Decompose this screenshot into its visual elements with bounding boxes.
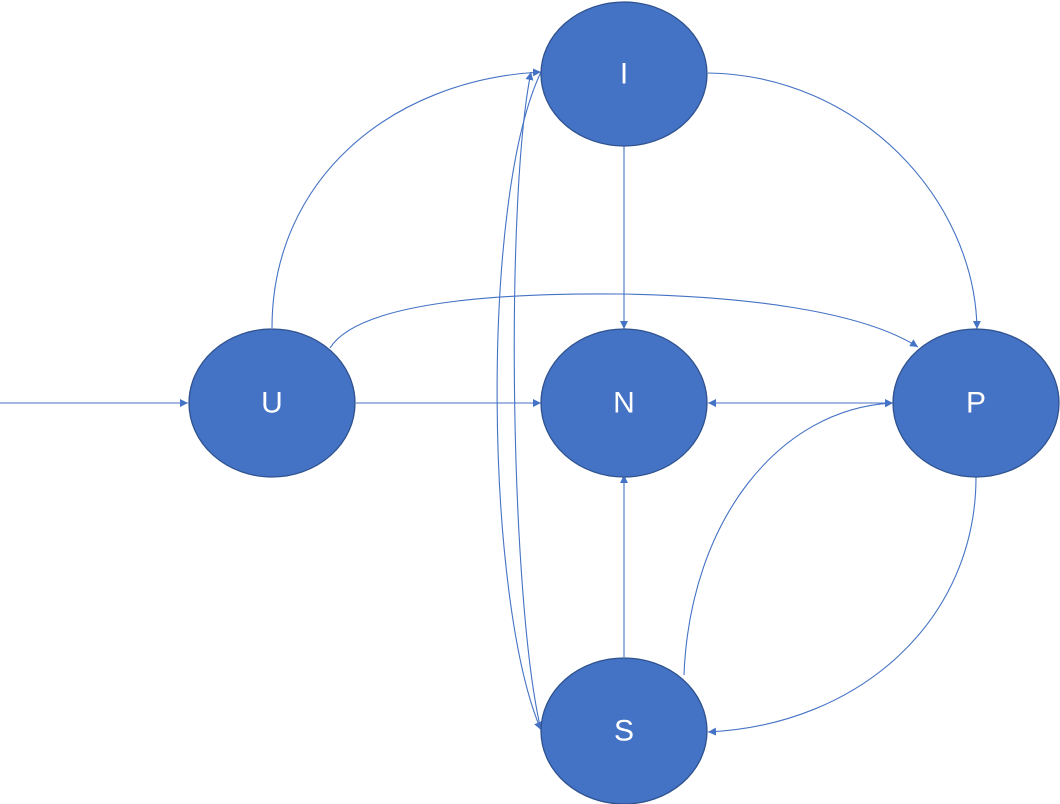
edge-u-to-p [329,293,919,349]
node-n[interactable]: N [540,328,708,478]
edge-p-to-s [707,476,977,736]
node-p-label: P [966,387,986,420]
node-s-shape [540,657,708,804]
node-s-label: S [614,715,634,748]
edges [0,68,981,736]
node-n-shape [540,328,708,478]
node-i-label: I [620,58,628,91]
node-i[interactable]: I [540,1,708,147]
edge-i-to-p [707,72,981,330]
node-p[interactable]: P [892,328,1060,478]
node-u-label: U [261,387,283,420]
node-u[interactable]: U [188,328,356,478]
node-i-shape [540,1,708,147]
node-n-label: N [613,387,635,420]
node-u-shape [188,328,356,478]
edge-s-to-p [683,399,894,676]
node-p-shape [892,328,1060,478]
edge-i-to-s [496,71,542,731]
edge-u-to-i [271,68,542,329]
edge-s-to-i [513,71,542,731]
nodes: I U N P S [188,1,1060,804]
node-s[interactable]: S [540,657,708,804]
